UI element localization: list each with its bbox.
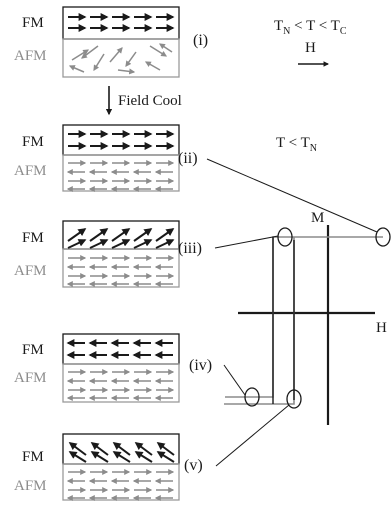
- fm-spin-arrow: [89, 239, 109, 249]
- fm-label: FM: [22, 449, 44, 465]
- fm-spin-arrow: [90, 442, 109, 456]
- fm-layer-box: [62, 124, 180, 156]
- hysteresis-loop: [224, 237, 295, 405]
- afm-label: AFM: [14, 370, 47, 386]
- fm-spin-arrow: [133, 228, 153, 242]
- stage-label-v: (v): [184, 457, 203, 474]
- leader-line-iii: [214, 235, 279, 249]
- fm-spin-arrow: [68, 451, 87, 463]
- condition-lower: T < TN: [276, 135, 317, 154]
- fm-spin-arrow: [112, 451, 131, 463]
- fm-spin-arrow: [156, 442, 175, 456]
- fm-label: FM: [22, 134, 44, 150]
- fm-layer-box: [62, 333, 180, 365]
- fm-label: FM: [22, 230, 44, 246]
- state-marker-iv: [244, 387, 260, 407]
- leader-line-iv: [223, 364, 246, 396]
- afm-spin-arrow: [81, 45, 99, 59]
- field-cool-label: Field Cool: [118, 93, 182, 109]
- afm-spin-arrow: [117, 68, 136, 75]
- layer-stacks: [62, 6, 180, 501]
- fm-spin-arrow: [68, 442, 87, 456]
- state-marker-iii: [277, 227, 293, 247]
- fm-label: FM: [22, 342, 44, 358]
- fm-spin-arrow: [134, 451, 153, 463]
- afm-spin-arrow: [68, 65, 85, 73]
- afm-label: AFM: [14, 263, 47, 279]
- afm-spin-arrow: [125, 51, 137, 67]
- layer-labels: FM AFM FM AFM FM AFM FM AFM FM AFM: [14, 15, 47, 494]
- afm-spin-arrow: [159, 43, 173, 53]
- field-cool-step: Field Cool: [105, 86, 182, 116]
- afm-label: AFM: [14, 48, 47, 64]
- state-marker-ii: [375, 227, 391, 247]
- fm-spin-arrow: [89, 228, 109, 242]
- stage-label-ii: (ii): [178, 150, 198, 167]
- h-axis-label: H: [376, 320, 387, 336]
- condition-upper: TN < T < TC: [274, 18, 347, 37]
- fm-spin-arrow: [67, 239, 87, 249]
- fm-spin-arrow: [134, 442, 153, 456]
- afm-label: AFM: [14, 163, 47, 179]
- afm-spin-arrow: [144, 61, 161, 71]
- field-direction-label: H: [305, 40, 316, 56]
- afm-spin-arrow: [71, 49, 90, 61]
- state-marker-v: [286, 389, 302, 409]
- afm-spin-arrow: [109, 47, 123, 63]
- fm-spin-arrow: [67, 228, 87, 242]
- leader-line-ii: [206, 158, 378, 233]
- afm-layer-box: [62, 463, 180, 501]
- fm-spin-arrow: [112, 442, 131, 456]
- afm-spin-arrow: [149, 45, 168, 57]
- afm-layer-box: [62, 248, 180, 288]
- afm-label: AFM: [14, 478, 47, 494]
- fm-spin-arrow: [133, 239, 153, 249]
- afm-spin-arrow: [93, 53, 105, 72]
- afm-layer-box: [62, 154, 180, 192]
- leader-line-v: [215, 404, 290, 467]
- afm-layer-box: [62, 363, 180, 403]
- fm-spin-arrow: [155, 228, 175, 242]
- stage-label-iii: (iii): [178, 240, 202, 257]
- stage-label-i: (i): [193, 32, 208, 49]
- stage-label-iv: (iv): [189, 357, 212, 374]
- m-axis-label: M: [311, 210, 324, 226]
- fm-layer-box: [62, 6, 180, 40]
- fm-spin-arrow: [155, 239, 175, 249]
- fm-spin-arrow: [111, 239, 131, 249]
- fm-spin-arrow: [111, 228, 131, 242]
- afm-layer-box: [62, 38, 180, 78]
- fm-spin-arrow: [90, 451, 109, 463]
- fm-spin-arrow: [156, 451, 175, 463]
- hysteresis-loop: [225, 236, 383, 398]
- hysteresis-plot: [206, 158, 391, 467]
- fm-label: FM: [22, 15, 44, 31]
